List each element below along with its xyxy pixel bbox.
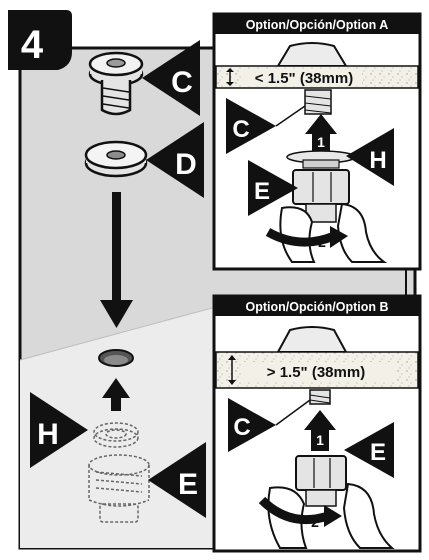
svg-text:C: C xyxy=(171,66,193,99)
step-number: 4 xyxy=(21,23,44,67)
washer-d-part xyxy=(86,142,146,176)
svg-text:H: H xyxy=(369,147,386,174)
panel-a-title: Option/Opción/Option A xyxy=(246,18,389,32)
washer-hole xyxy=(107,151,125,159)
panel-a-nut xyxy=(293,170,349,204)
panel-b-measure: > 1.5" (38mm) xyxy=(267,364,365,381)
svg-text:1: 1 xyxy=(316,432,324,448)
panel-option-b: Option/Opción/Option B > 1.5" (38mm) C 1… xyxy=(214,296,420,551)
svg-text:E: E xyxy=(370,439,386,466)
panel-b-nut xyxy=(296,456,346,490)
svg-text:E: E xyxy=(254,178,270,205)
panel-option-a: Option/Opción/Option A < 1.5" (38mm) C 1… xyxy=(214,14,420,269)
svg-text:C: C xyxy=(232,116,249,143)
drain-hole xyxy=(99,350,133,366)
svg-text:E: E xyxy=(178,468,198,501)
svg-text:2: 2 xyxy=(318,234,326,250)
screw-hex-socket xyxy=(107,59,125,67)
svg-text:2: 2 xyxy=(311,514,319,530)
panel-b-title: Option/Opción/Option B xyxy=(245,300,388,314)
step-badge: 4 xyxy=(8,10,72,70)
svg-text:1: 1 xyxy=(317,134,325,150)
panel-a-measure: < 1.5" (38mm) xyxy=(255,70,353,87)
svg-text:C: C xyxy=(233,414,250,441)
svg-text:D: D xyxy=(175,148,197,181)
svg-text:H: H xyxy=(37,418,59,451)
